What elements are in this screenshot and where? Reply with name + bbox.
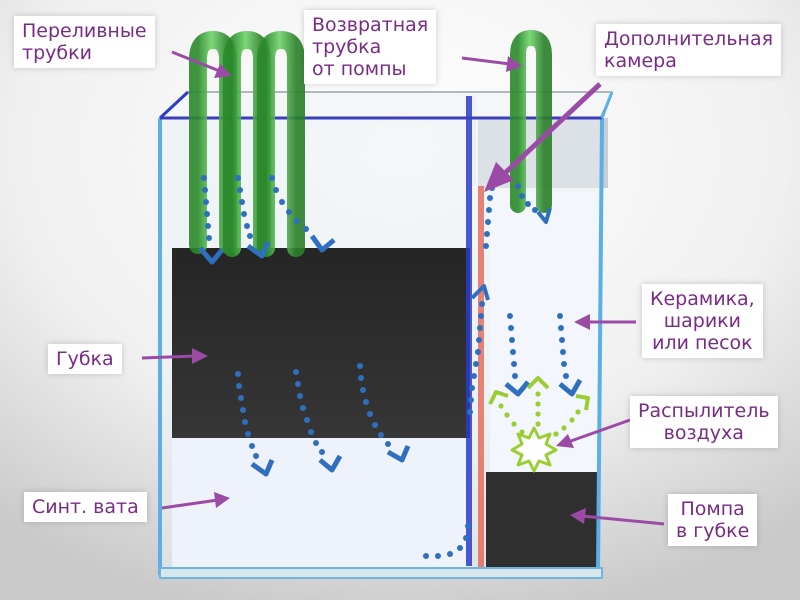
overflow-tube-3 xyxy=(257,30,305,257)
arrow-synth-wool xyxy=(161,492,230,510)
tank xyxy=(158,90,614,579)
label-air-diffuser: Распылитель воздуха xyxy=(630,396,778,448)
flow-tube-2 xyxy=(235,175,271,259)
arrow-air-diffuser xyxy=(556,418,631,448)
divider-wall-blue xyxy=(466,96,472,566)
label-overflow-tubes: Переливные трубки xyxy=(14,16,155,68)
air-bubble-arrows xyxy=(488,376,590,411)
flow-tube-1 xyxy=(198,175,224,265)
flow-tube-3 xyxy=(269,175,336,253)
sponge-block xyxy=(172,248,470,438)
callout-arrows xyxy=(141,50,665,526)
flow-sponge-2 xyxy=(293,369,343,473)
return-tube xyxy=(510,29,552,213)
arrow-extra-chamber xyxy=(484,82,602,192)
tank-base xyxy=(159,567,603,579)
air-diffuser xyxy=(488,376,590,473)
label-pump: Помпа в губке xyxy=(668,494,758,546)
ceramics-chamber xyxy=(490,192,598,472)
glass-edge-corner-right xyxy=(600,91,614,119)
overflow-tubes xyxy=(189,30,305,257)
arrow-overflow-tubes xyxy=(171,50,232,78)
divider-top xyxy=(472,96,476,186)
glass-edge-corner-left xyxy=(158,90,190,120)
label-return-tube: Возвратная трубка от помпы xyxy=(304,10,437,84)
label-synth-wool: Синт. вата xyxy=(24,492,147,522)
arrow-ceramics xyxy=(574,314,636,330)
flow-bottom-to-chamber xyxy=(423,284,490,559)
label-sponge: Губка xyxy=(48,344,122,374)
arrow-sponge xyxy=(141,348,208,364)
label-extra-chamber: Дополнительная камера xyxy=(596,24,782,76)
divider-wall-red xyxy=(478,186,484,570)
arrow-pump xyxy=(570,508,665,526)
air-diffuser-star-icon xyxy=(510,426,558,473)
arrow-return-tube xyxy=(461,56,522,72)
flow-ceramics-2 xyxy=(557,313,583,397)
flow-ceramics-1 xyxy=(504,313,530,397)
flow-sponge-1 xyxy=(235,371,275,477)
glass-edge-right xyxy=(596,117,604,576)
flow-return-tube xyxy=(515,183,552,224)
flow-sponge-3 xyxy=(357,363,411,463)
label-ceramics: Керамика, шарики или песок xyxy=(642,284,763,358)
air-bubble-dots xyxy=(498,391,581,437)
